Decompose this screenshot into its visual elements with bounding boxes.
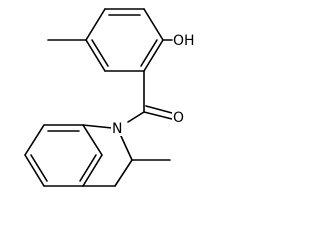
bond-n-to-c2 <box>120 135 133 161</box>
bond-benz-left-lower-double <box>30 154 48 182</box>
bond-ring-lower-right-double <box>140 39 158 67</box>
bond-ring-lower-left-double <box>91 39 109 67</box>
nitrogen-label: N <box>112 121 122 137</box>
carbonyl-oxygen-label: O <box>173 110 184 126</box>
bond-ring-upper-left <box>85 8 106 41</box>
bond-benz-left-lower <box>24 154 45 187</box>
bond-benz-right-upper <box>82 124 103 156</box>
nitrogen-bg <box>111 119 124 136</box>
bond-ring-upper-right <box>143 8 164 41</box>
carbonyl-oxygen-bg <box>172 107 184 123</box>
bond-benz-right-lower-double <box>79 154 97 182</box>
bond-c2-to-c3 <box>114 159 133 187</box>
bond-c-o-2 <box>145 105 173 114</box>
indoline-benzene-ring <box>24 124 103 187</box>
chemical-structure-diagram: OH O N <box>24 8 195 187</box>
bond-benz-left-upper <box>24 124 45 156</box>
bond-carbonyl-to-n <box>127 111 145 123</box>
bond-c-o-1 <box>143 111 173 120</box>
bond-benz-right-lower <box>82 154 103 187</box>
bond-fused-c-to-n <box>82 124 113 129</box>
indoline-pyrrolidine-ring <box>82 124 133 187</box>
phenol-ring <box>85 8 164 72</box>
bond-ring-lower-left <box>85 39 106 72</box>
bond-ring-lower-right <box>143 39 164 72</box>
hydroxyl-label: OH <box>173 33 195 49</box>
